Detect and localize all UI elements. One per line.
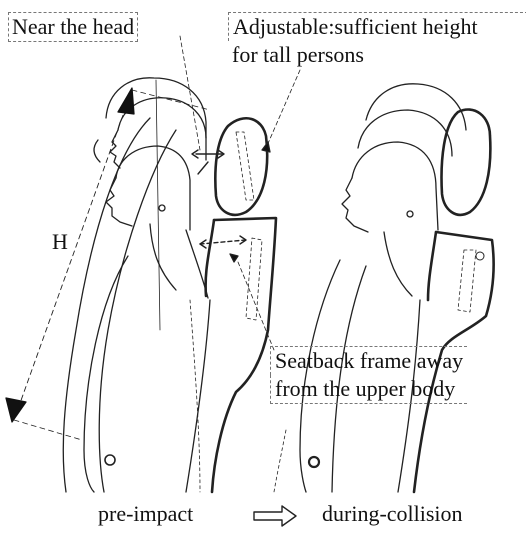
during-collision-label: during-collision bbox=[322, 500, 463, 528]
callout-seatback-line2: from the upper body bbox=[270, 375, 467, 404]
h-dimension-line bbox=[14, 90, 132, 420]
seatback-outline-left bbox=[63, 118, 150, 492]
h-arrow-bottom-icon bbox=[6, 398, 26, 422]
callout-seatback-line1: Seatback frame away bbox=[270, 346, 467, 375]
height-dimension-label: H bbox=[52, 228, 68, 256]
gap-arrow-head-icon bbox=[192, 150, 224, 174]
transition-arrow-icon bbox=[254, 506, 296, 526]
seatback-frame-left bbox=[212, 218, 276, 492]
callout-adjustable-line2: for tall persons bbox=[228, 41, 526, 69]
callout-adjustable-line1: Adjustable:sufficient height bbox=[228, 12, 526, 41]
during-collision-figure bbox=[274, 84, 494, 492]
callout-adjustable-height: Adjustable:sufficient height for tall pe… bbox=[228, 12, 526, 69]
pre-impact-figure bbox=[6, 36, 300, 492]
head-position-3 bbox=[116, 146, 190, 230]
callout-near-head: Near the head bbox=[8, 12, 138, 42]
pre-impact-label: pre-impact bbox=[98, 500, 193, 528]
gap-arrow-back-icon bbox=[200, 236, 246, 248]
callout-seatback-frame: Seatback frame away from the upper body bbox=[270, 346, 467, 404]
headrest-left bbox=[215, 118, 267, 215]
h-arrow-top-icon bbox=[118, 88, 134, 114]
